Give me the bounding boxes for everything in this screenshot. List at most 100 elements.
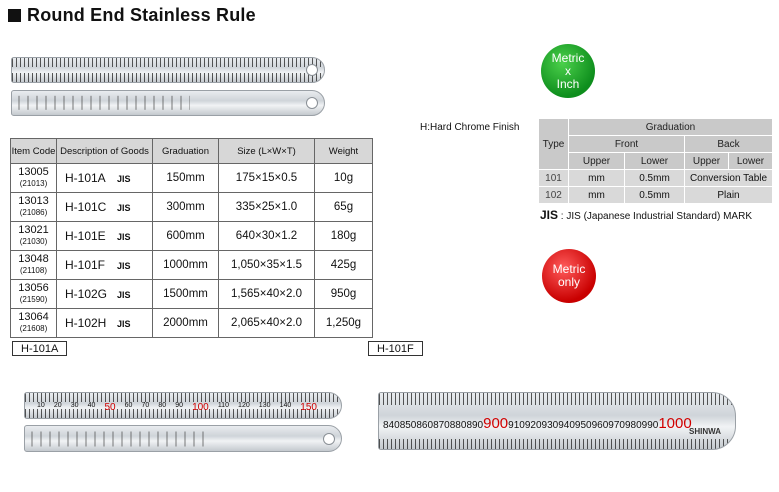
- scale-number: 860: [416, 420, 434, 431]
- front-upper-value: mm: [568, 169, 625, 187]
- graduation-table: Type Graduation Front Back Upper Lower U…: [538, 118, 773, 204]
- scale-number: 840: [383, 420, 400, 431]
- scale-number: 10: [37, 402, 45, 409]
- scale-number: 120: [238, 402, 250, 409]
- jis-mark: JIS: [117, 261, 131, 271]
- lower-header: Lower: [728, 152, 773, 170]
- back-header: Back: [684, 135, 773, 153]
- model-name: H-101C: [65, 200, 107, 214]
- back-value: Conversion Table: [684, 169, 773, 187]
- ruler-ticks: [12, 73, 324, 82]
- spec-table: Item Code Description of Goods Graduatio…: [10, 138, 373, 338]
- jis-note: JIS : JIS (Japanese Industrial Standard)…: [540, 208, 752, 222]
- type-value: 101: [538, 169, 569, 187]
- item-subcode: (21108): [20, 266, 47, 275]
- badge-line: Inch: [556, 76, 580, 91]
- ruler-ticks: [25, 393, 341, 402]
- jis-mark: JIS: [117, 232, 131, 242]
- scale-number: 1000: [658, 415, 692, 432]
- model-name: H-102H: [65, 316, 107, 330]
- header-weight: Weight: [314, 138, 373, 164]
- back-value: Plain: [684, 186, 773, 204]
- header-size: Size (L×W×T): [218, 138, 315, 164]
- label-h101a: H-101A: [12, 341, 68, 356]
- size-value: 1,050×35×1.5: [218, 250, 315, 280]
- scale-number: 940: [558, 420, 575, 431]
- metric-inch-badge: Metric x Inch: [541, 44, 595, 98]
- scale-number: 130: [258, 402, 271, 409]
- front-header: Front: [568, 135, 685, 153]
- badge-line: Metric: [552, 262, 586, 276]
- badge-line: Metric: [551, 50, 585, 65]
- scale-number: 890: [466, 420, 484, 431]
- shinwa-logo: SHINWA: [689, 427, 721, 436]
- size-value: 640×30×1.2: [218, 221, 315, 251]
- graduation-header: Graduation: [568, 118, 773, 136]
- scale-number: 910: [508, 420, 525, 431]
- weight-value: 425g: [314, 250, 373, 280]
- item-subcode: (21013): [19, 179, 48, 188]
- scale-number: 880: [449, 420, 467, 431]
- item-code: 13056: [18, 282, 49, 294]
- ruler-ticks: [379, 393, 735, 405]
- jis-mark: JIS: [117, 290, 131, 300]
- weight-value: 10g: [314, 163, 373, 193]
- scale-number: 70: [141, 402, 150, 409]
- scale-number: 920: [524, 420, 542, 431]
- weight-value: 1,250g: [314, 308, 373, 338]
- label-h101f: H-101F: [368, 341, 423, 356]
- scale-number: 30: [70, 402, 79, 409]
- badge-line: only: [557, 275, 580, 289]
- scale-number: 90: [175, 402, 183, 409]
- scale-number: 900: [483, 415, 509, 432]
- ruler-back-image: [11, 90, 325, 116]
- scale-number: 930: [541, 420, 559, 431]
- size-value: 2,065×40×2.0: [218, 308, 315, 338]
- upper-header: Upper: [568, 152, 625, 170]
- weight-value: 950g: [314, 279, 373, 309]
- graduation-value: 600mm: [152, 221, 219, 251]
- lower-header: Lower: [624, 152, 685, 170]
- ruler-ticks: [379, 439, 735, 449]
- item-code: 13013: [18, 195, 49, 207]
- ruler-ticks: [25, 409, 341, 418]
- scale-number: 850: [399, 420, 417, 431]
- header-graduation: Graduation: [152, 138, 219, 164]
- jis-mark: JIS: [540, 208, 559, 222]
- header-item-code: Item Code: [10, 138, 57, 164]
- page-title: Round End Stainless Rule: [8, 4, 256, 26]
- scale-number: 990: [641, 420, 659, 431]
- item-subcode: (21608): [19, 324, 48, 333]
- scale-number: 870: [433, 420, 450, 431]
- scale-number: 20: [53, 402, 62, 409]
- front-upper-value: mm: [568, 186, 625, 204]
- scale-number: 980: [624, 420, 642, 431]
- scale-number: 100: [192, 402, 209, 413]
- graduation-value: 300mm: [152, 192, 219, 222]
- item-code: 13005: [18, 166, 49, 178]
- item-subcode: (21030): [19, 237, 48, 246]
- front-lower-value: 0.5mm: [624, 186, 685, 204]
- jis-mark: JIS: [117, 203, 131, 213]
- scale-number: 950: [574, 420, 592, 431]
- model-name: H-101F: [65, 258, 106, 272]
- model-name: H-101E: [65, 229, 106, 243]
- item-subcode: (21590): [19, 295, 48, 304]
- table-row: 102 mm 0.5mm Plain: [538, 186, 773, 204]
- h101a-back-image: [24, 425, 342, 452]
- jis-note-text: : JIS (Japanese Industrial Standard) MAR…: [560, 211, 752, 222]
- scale-number: 80: [158, 402, 167, 409]
- item-subcode: (21086): [19, 208, 48, 217]
- ruler-hole: [323, 432, 335, 445]
- graduation-value: 2000mm: [152, 308, 219, 338]
- item-code: 13064: [18, 311, 49, 323]
